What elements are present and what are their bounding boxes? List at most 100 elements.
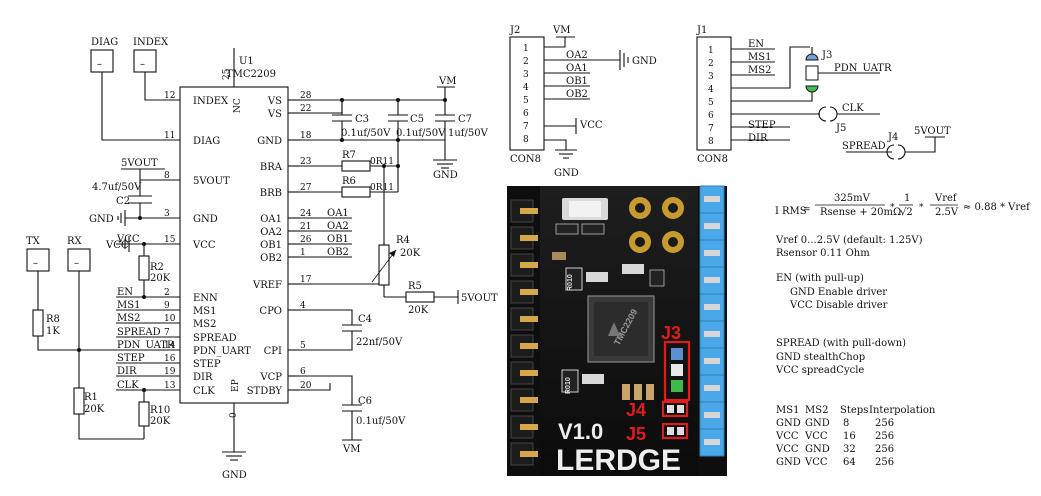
chip-pin-name: STDBY — [247, 386, 283, 397]
net-label: MS2 — [117, 313, 140, 324]
table-cell: VCC — [775, 444, 799, 455]
table-cell: 16 — [843, 431, 856, 442]
chip-pin-name: CPI — [264, 346, 282, 357]
j1-pin-number: 8 — [708, 137, 714, 147]
chip-pin-number: 9 — [164, 301, 170, 311]
j1-pin-number: 7 — [708, 124, 714, 134]
tx-label: TX — [26, 236, 41, 247]
chip-pin-number: 6 — [300, 367, 306, 377]
gnd-label-caps: GND — [433, 170, 458, 181]
net-label: STEP — [117, 353, 145, 364]
formula-eq: = — [803, 205, 811, 215]
header-pin-metal — [520, 451, 538, 457]
formula-rhs: ≈ 0.88 * Vref — [963, 202, 1031, 213]
r2-ref: R2 — [150, 262, 164, 273]
c2-ref: C2 — [116, 196, 130, 207]
tmc2209-chip: U1 TMC2209 25 NC EP 0 INDEX12DIAG115VOUT… — [116, 48, 352, 452]
j1-j5-label: J5 — [835, 123, 846, 134]
table-cell: VCC — [804, 431, 828, 442]
vref-circuit: R4 20K R5 20K 5VOUT — [288, 166, 498, 316]
left-pin-header — [510, 199, 538, 466]
c7-ref: C7 — [458, 114, 472, 125]
j2-gnd-bottom: GND — [554, 168, 579, 179]
diag-label: DIAG — [91, 37, 118, 48]
note-en-title: EN (with pull-up) — [776, 273, 864, 284]
net-label: OB2 — [327, 247, 349, 258]
header-pin-metal — [704, 358, 720, 364]
net-label: OB1 — [327, 234, 349, 245]
c2-circuit: 5VOUT 4.7uf/50V C2 GND — [89, 158, 180, 226]
pin25-number: 25 — [222, 68, 232, 80]
board-r010-a: R010 — [567, 274, 574, 291]
chip-pin-number: 2 — [164, 288, 170, 298]
header-pin-metal — [520, 289, 538, 295]
chip-pin-number: 5 — [300, 341, 306, 351]
j1-pin-number: 6 — [708, 111, 714, 121]
formula-den2: √2 — [900, 207, 913, 218]
chip-pin-number: 14 — [164, 341, 176, 351]
chip-pin-name: PDN_UART — [193, 346, 251, 357]
chip-pin-number: 17 — [300, 275, 312, 285]
header-pin-metal — [704, 412, 720, 418]
formula-lhs-sub: RMS — [782, 206, 807, 217]
formula-den3: 2.5V — [935, 207, 959, 218]
r4-ref: R4 — [396, 235, 410, 246]
net-label: MS1 — [117, 300, 140, 311]
chip-pin-number: 4 — [300, 301, 306, 311]
chip-pin-number: 16 — [164, 354, 176, 364]
svg-text:–: – — [74, 258, 79, 269]
r4-value: 20K — [400, 248, 421, 259]
chip-part: TMC2209 — [226, 69, 276, 80]
c7-value: 1uf/50V — [448, 128, 489, 139]
gnd-label-left: GND — [89, 214, 114, 225]
chip-pin-name: DIAG — [193, 136, 220, 147]
chip-ref: U1 — [239, 56, 254, 67]
formula-times1: * — [890, 203, 895, 213]
j1-net-label: STEP — [748, 120, 776, 131]
j1-pin-number: 4 — [708, 85, 714, 95]
j2-vm-label: VM — [552, 25, 570, 36]
j1-net-label: DIR — [748, 133, 768, 144]
ep-pin-number: 0 — [229, 412, 239, 418]
chip-pin-number: 22 — [300, 104, 311, 114]
diag-connector: DIAG – — [90, 37, 180, 141]
j1-5vout-label: 5VOUT — [914, 126, 951, 137]
j1-ref: J1 — [696, 25, 707, 36]
net-label: SPREAD — [117, 327, 161, 338]
chip-pin-number: 20 — [300, 381, 312, 391]
j2-pin-number: 6 — [523, 109, 529, 119]
j1-pin-number: 5 — [708, 98, 714, 108]
table-cell: 8 — [843, 418, 849, 429]
r6-ref: R6 — [342, 176, 356, 187]
c6-value: 0.1uf/50V — [356, 416, 406, 427]
net-label: VCC — [116, 234, 140, 245]
vs-caps: VM C3 0.1uf/50V C5 0.1uf/50V C7 1uf/50V … — [288, 76, 489, 181]
table-cell: 32 — [843, 444, 856, 455]
table-cell: VCC — [775, 431, 799, 442]
j1-j3-label: J3 — [821, 50, 832, 61]
j2-pin-number: 3 — [523, 70, 529, 80]
chip-pin-number: 27 — [300, 183, 312, 193]
sense-resistors: R7 0R11 R6 0R11 — [288, 140, 400, 198]
chip-pin-name: 5VOUT — [193, 176, 230, 187]
table-cell: 256 — [875, 444, 894, 455]
table-cell: GND — [776, 418, 801, 429]
r1-value: 20K — [84, 404, 105, 415]
formula-den1: Rsense + 20mΩ — [820, 207, 901, 218]
j2-net-label: OA1 — [566, 63, 588, 74]
chip-pin-number: 12 — [164, 91, 175, 101]
c4-ref: C4 — [358, 314, 372, 325]
index-label: INDEX — [133, 37, 169, 48]
c5-ref: C5 — [410, 114, 424, 125]
j1-net-label: MS2 — [748, 65, 771, 76]
chip-pin-name: CPO — [259, 306, 282, 317]
fivevout-label-left: 5VOUT — [121, 158, 158, 169]
table-cell: GND — [805, 444, 830, 455]
chip-pin-name: OA2 — [260, 227, 282, 238]
chip-pin-name: OA1 — [260, 214, 282, 225]
header-pin-metal — [520, 235, 538, 241]
chip-pin-name: CLK — [193, 386, 215, 397]
